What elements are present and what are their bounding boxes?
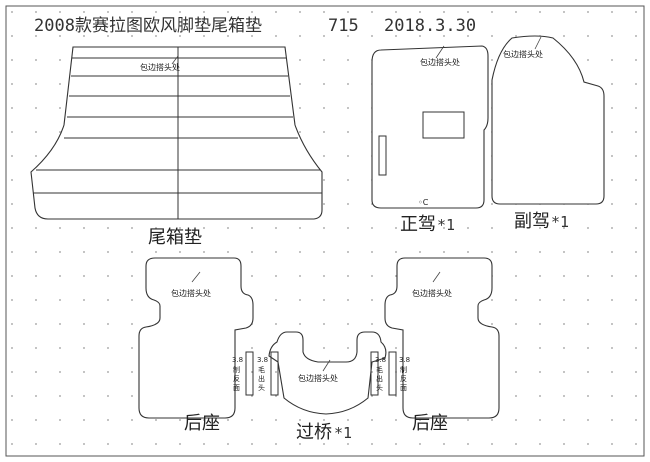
bridge-right-char-2: 出: [376, 374, 383, 383]
rear-right-side-char-3: 面: [400, 384, 407, 392]
rear-left-side-char-3: 面: [233, 384, 240, 392]
rear-left-side-char-2: 反: [233, 374, 240, 383]
pattern-title: 2008款赛拉图欧风脚垫尾箱垫: [34, 15, 262, 36]
driver-qty: *1: [437, 216, 455, 234]
bridge-note: 包边搭头处: [298, 373, 338, 383]
passenger-mat-piece: 包边搭头处 副驾 *1: [491, 35, 605, 232]
pattern-date: 2018.3.30: [384, 16, 476, 36]
rear-left-side-text: 制 反 面: [233, 365, 242, 392]
rear-right-side-char-1: 制: [400, 365, 407, 374]
rear-left-note: 包边搭头处: [171, 288, 211, 298]
rear-right-label: 后座: [412, 413, 448, 434]
bridge-left-char-3: 头: [258, 383, 265, 392]
driver-note: 包边搭头处: [420, 57, 460, 67]
rear-left-label: 后座: [184, 413, 220, 434]
bridge-right-char-3: 头: [376, 383, 383, 392]
bridge-mat-piece: 包边搭头处 3.8 毛 出 头 3.8 毛 出 头 过桥 *1: [257, 331, 387, 443]
bridge-left-text: 毛 出 头: [258, 365, 267, 392]
driver-label: 正驾: [400, 214, 436, 235]
rear-left-mat-piece: 包边搭头处 3.8 制 反 面 后座: [138, 257, 254, 434]
passenger-note: 包边搭头处: [503, 49, 543, 59]
passenger-label: 副驾: [514, 211, 550, 232]
rear-right-thickness: 3.8: [399, 356, 410, 364]
bridge-right-thickness: 3.8: [375, 356, 386, 364]
rear-right-note: 包边搭头处: [412, 288, 452, 298]
trunk-mat-piece: 包边搭头处 尾箱垫: [30, 46, 323, 248]
rear-right-side-text: 制 反 面: [400, 365, 409, 392]
passenger-qty: *1: [551, 213, 569, 231]
rear-right-side-char-2: 反: [400, 374, 407, 383]
bridge-qty: *1: [334, 424, 352, 442]
bridge-left-thickness: 3.8: [257, 356, 268, 364]
trunk-label: 尾箱垫: [148, 227, 202, 248]
pattern-code: 715: [328, 16, 359, 36]
rear-left-thickness: 3.8: [232, 356, 243, 364]
bridge-left-char-1: 毛: [258, 365, 265, 374]
driver-mark: ◦C: [418, 198, 429, 207]
rear-left-side-char-1: 制: [233, 365, 240, 374]
bridge-left-char-2: 出: [258, 374, 265, 383]
bridge-label: 过桥: [296, 422, 332, 443]
driver-mat-piece: 包边搭头处 ◦C 正驾 *1: [371, 45, 489, 235]
bridge-right-text: 毛 出 头: [376, 365, 385, 392]
trunk-note: 包边搭头处: [140, 62, 180, 72]
bridge-right-char-1: 毛: [376, 365, 383, 374]
rear-right-mat-piece: 包边搭头处 3.8 制 反 面 后座: [384, 257, 500, 434]
